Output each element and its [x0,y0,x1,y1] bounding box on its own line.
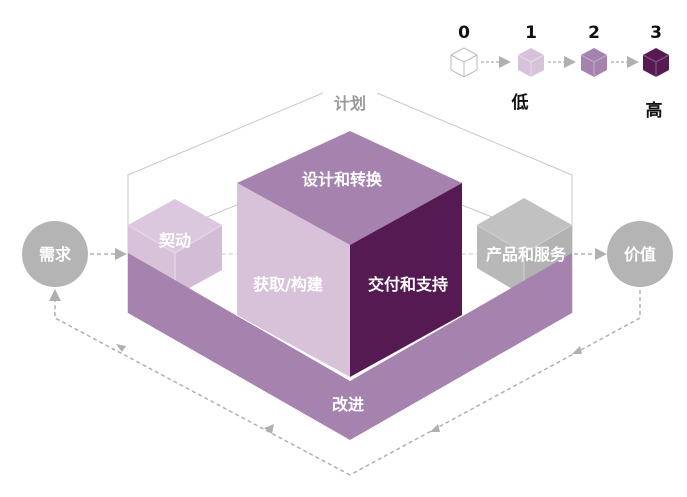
feedback-loop-left [49,289,351,476]
legend-level-2: 2 [588,23,600,43]
design-transition-face [237,131,462,245]
maturity-legend: 0 1 2 3 低 高 [450,23,670,121]
legend-level-1: 1 [525,23,537,43]
legend-cube-0 [450,47,478,78]
loop-arrowheads [116,344,582,434]
feedback-loop-right [349,290,641,476]
products-services-label: 产品和服务 [486,245,567,264]
demand-label: 需求 [39,245,72,264]
value-label: 价值 [624,245,656,264]
improve-label: 改进 [332,395,364,414]
deliver-support-face [350,183,462,377]
value-node [607,221,673,287]
demand-node [22,221,88,287]
obtain-build-label: 获取/构建 [253,275,323,294]
legend-level-3: 3 [650,23,662,43]
central-cube [237,131,462,377]
engage-label: 契动 [158,231,191,250]
legend-high-label: 高 [646,100,663,121]
legend-cube-1 [517,48,545,77]
design-transition-label: 设计和转换 [302,170,383,189]
legend-level-0: 0 [458,23,470,43]
deliver-support-label: 交付和支持 [368,275,448,294]
obtain-build-face [237,183,350,377]
plan-label: 计划 [334,94,366,113]
legend-low-label: 低 [511,92,529,113]
legend-cube-3 [642,48,670,77]
legend-cube-2 [580,48,608,77]
improve-base [128,253,572,440]
